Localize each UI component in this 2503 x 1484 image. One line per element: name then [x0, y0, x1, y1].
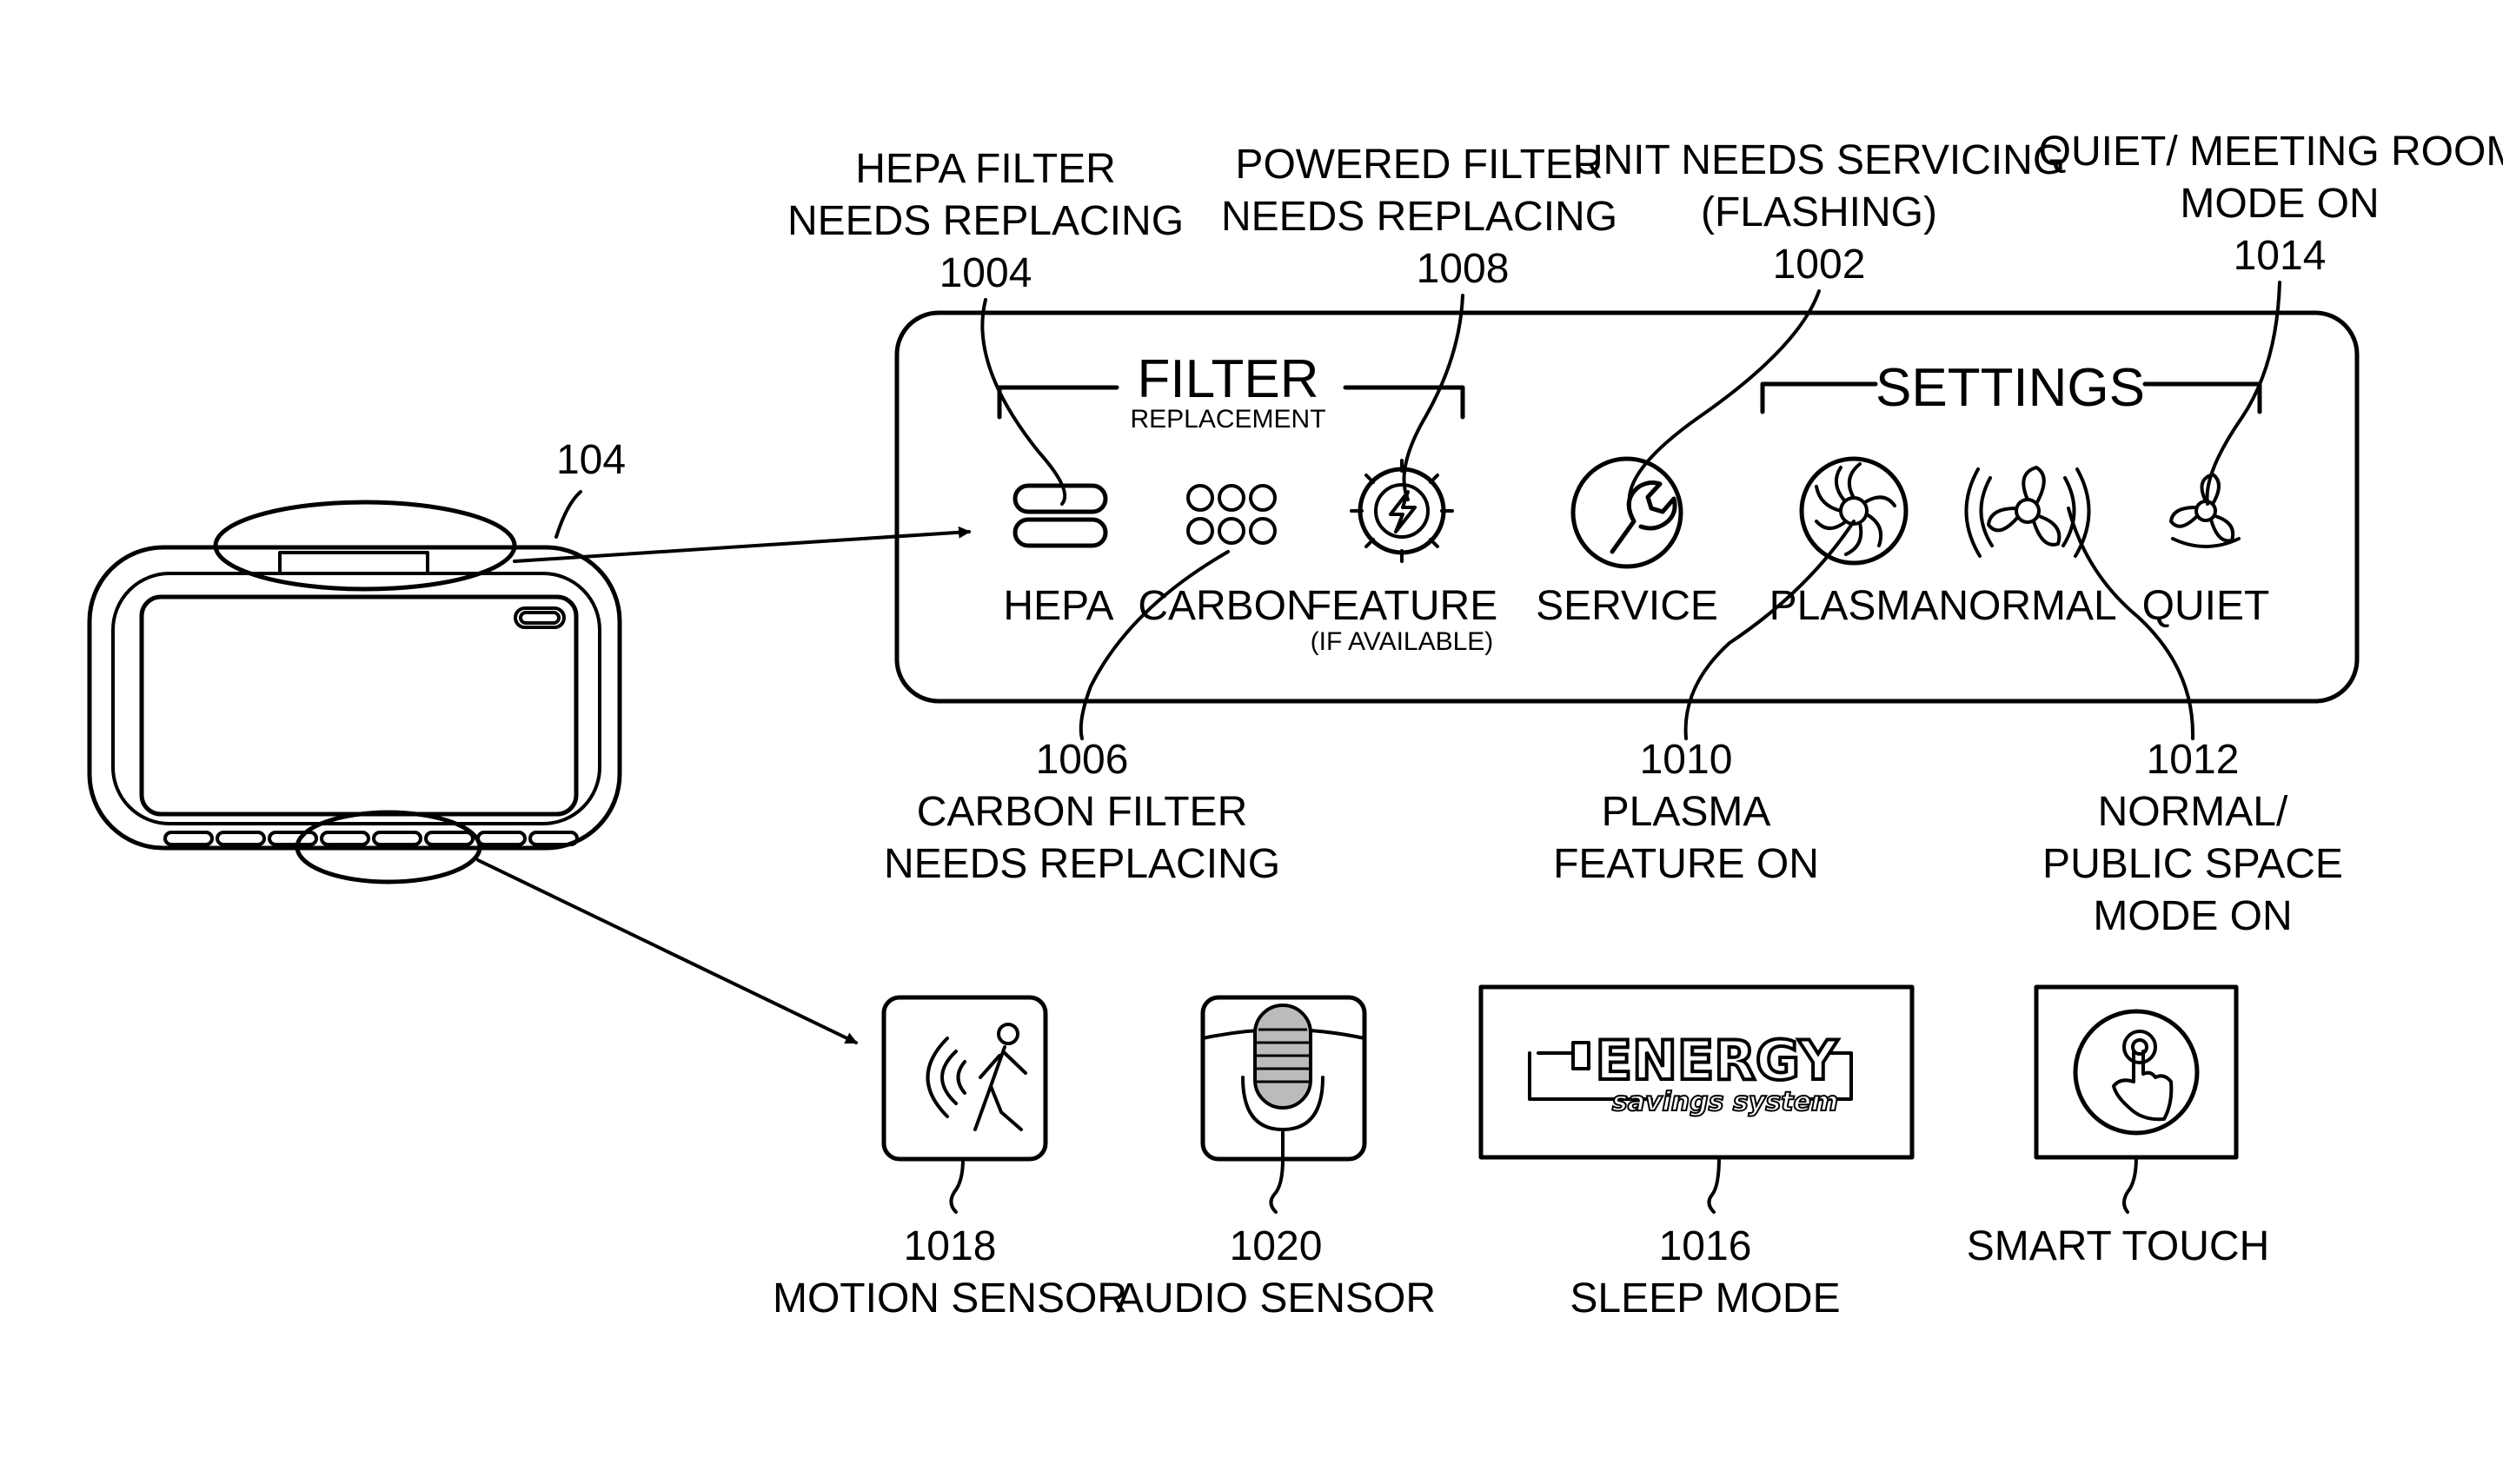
- callout-1014-line2: MODE ON: [2180, 181, 2379, 227]
- energy-logo-sub: savings system: [1612, 1087, 1838, 1117]
- wrench-icon: [1573, 459, 1681, 566]
- motion-sensor: 1018 MOTION SENSOR: [773, 997, 1127, 1322]
- callout-1006-line2: NEEDS REPLACING: [884, 841, 1280, 887]
- touch-hand-icon: [2075, 1011, 2197, 1133]
- audio-sensor: 1020 AUDIO SENSOR: [1116, 997, 1436, 1322]
- motion-sensor-label: MOTION SENSOR: [773, 1275, 1127, 1322]
- callout-1012: 1012 NORMAL/ PUBLIC SPACE MODE ON: [2042, 508, 2343, 939]
- energy-logo-word: ENERGY: [1596, 1029, 1839, 1092]
- callout-1014: QUIET/ MEETING ROOM MODE ON 1014: [2039, 129, 2503, 504]
- sleep-mode-ref: 1016: [1659, 1223, 1752, 1269]
- callout-1008-ref: 1008: [1417, 246, 1510, 292]
- air-purifier-device: 104: [90, 437, 626, 882]
- callout-1002-line2: (FLASHING): [1701, 189, 1937, 235]
- callout-1012-line1: NORMAL/: [2098, 789, 2288, 835]
- motion-sensor-icon: [928, 1024, 1026, 1130]
- callout-1012-line2: PUBLIC SPACE: [2042, 841, 2343, 887]
- hepa-icon: [1015, 486, 1105, 546]
- callout-1006-line1: CARBON FILTER: [917, 789, 1247, 835]
- service-label: SERVICE: [1536, 583, 1718, 629]
- arrow-to-sensors: [478, 860, 856, 1043]
- plasma-icon: [1802, 459, 1906, 563]
- sleep-mode-label: SLEEP MODE: [1570, 1275, 1840, 1322]
- callout-1010: 1010 PLASMA FEATURE ON: [1553, 521, 1854, 887]
- filter-subtitle: REPLACEMENT: [1130, 405, 1325, 434]
- callout-1012-line3: MODE ON: [2093, 893, 2292, 939]
- callout-1008: POWERED FILTER NEEDS REPLACING 1008: [1221, 142, 1617, 500]
- feature-label: FEATURE: [1306, 583, 1497, 629]
- microphone-icon: [1203, 1005, 1364, 1159]
- audio-sensor-label: AUDIO SENSOR: [1116, 1275, 1436, 1322]
- filter-title: FILTER: [1138, 349, 1319, 409]
- callout-1004: HEPA FILTER NEEDS REPLACING 1004: [787, 146, 1184, 504]
- callout-1004-line1: HEPA FILTER: [855, 146, 1116, 192]
- smart-touch: SMART TOUCH: [1967, 987, 2270, 1269]
- callout-1006-ref: 1006: [1036, 737, 1129, 783]
- carbon-icon: [1188, 486, 1275, 543]
- callout-1008-line1: POWERED FILTER: [1235, 142, 1603, 188]
- feature-note: (IF AVAILABLE): [1311, 627, 1494, 656]
- arrow-to-panel: [515, 532, 969, 561]
- motion-sensor-ref: 1018: [904, 1223, 997, 1269]
- callout-1010-line1: PLASMA: [1602, 789, 1771, 835]
- powered-filter-icon: [1351, 460, 1452, 561]
- sleep-mode: ENERGY savings system 1016 SLEEP MODE: [1481, 987, 1912, 1322]
- callout-1014-ref: 1014: [2234, 233, 2327, 279]
- callout-1002: UNIT NEEDS SERVICING (FLASHING) 1002: [1573, 137, 2065, 504]
- callout-1010-ref: 1010: [1640, 737, 1733, 783]
- energy-savings-logo: ENERGY savings system: [1530, 1029, 1851, 1117]
- callout-1010-line2: FEATURE ON: [1553, 841, 1819, 887]
- hepa-label: HEPA: [1003, 583, 1113, 629]
- callout-1014-line1: QUIET/ MEETING ROOM: [2039, 129, 2503, 175]
- quiet-fan-icon: [2171, 474, 2239, 547]
- audio-sensor-ref: 1020: [1230, 1223, 1323, 1269]
- quiet-label: QUIET: [2142, 583, 2270, 629]
- control-panel: FILTER REPLACEMENT SETTINGS HEPA CARBON: [897, 313, 2357, 701]
- callout-1004-line2: NEEDS REPLACING: [787, 198, 1184, 244]
- smart-touch-label: SMART TOUCH: [1967, 1223, 2270, 1269]
- settings-title: SETTINGS: [1876, 358, 2145, 418]
- callout-1002-ref: 1002: [1773, 242, 1866, 288]
- callout-1002-line1: UNIT NEEDS SERVICING: [1573, 137, 2065, 183]
- vent-slots: [165, 832, 577, 845]
- device-ref-104: 104: [556, 437, 626, 483]
- callout-1008-line2: NEEDS REPLACING: [1221, 194, 1617, 240]
- callout-1004-ref: 1004: [939, 250, 1032, 296]
- normal-label: NORMAL: [1938, 583, 2116, 629]
- callout-1012-ref: 1012: [2147, 737, 2240, 783]
- carbon-label: CARBON: [1138, 583, 1316, 629]
